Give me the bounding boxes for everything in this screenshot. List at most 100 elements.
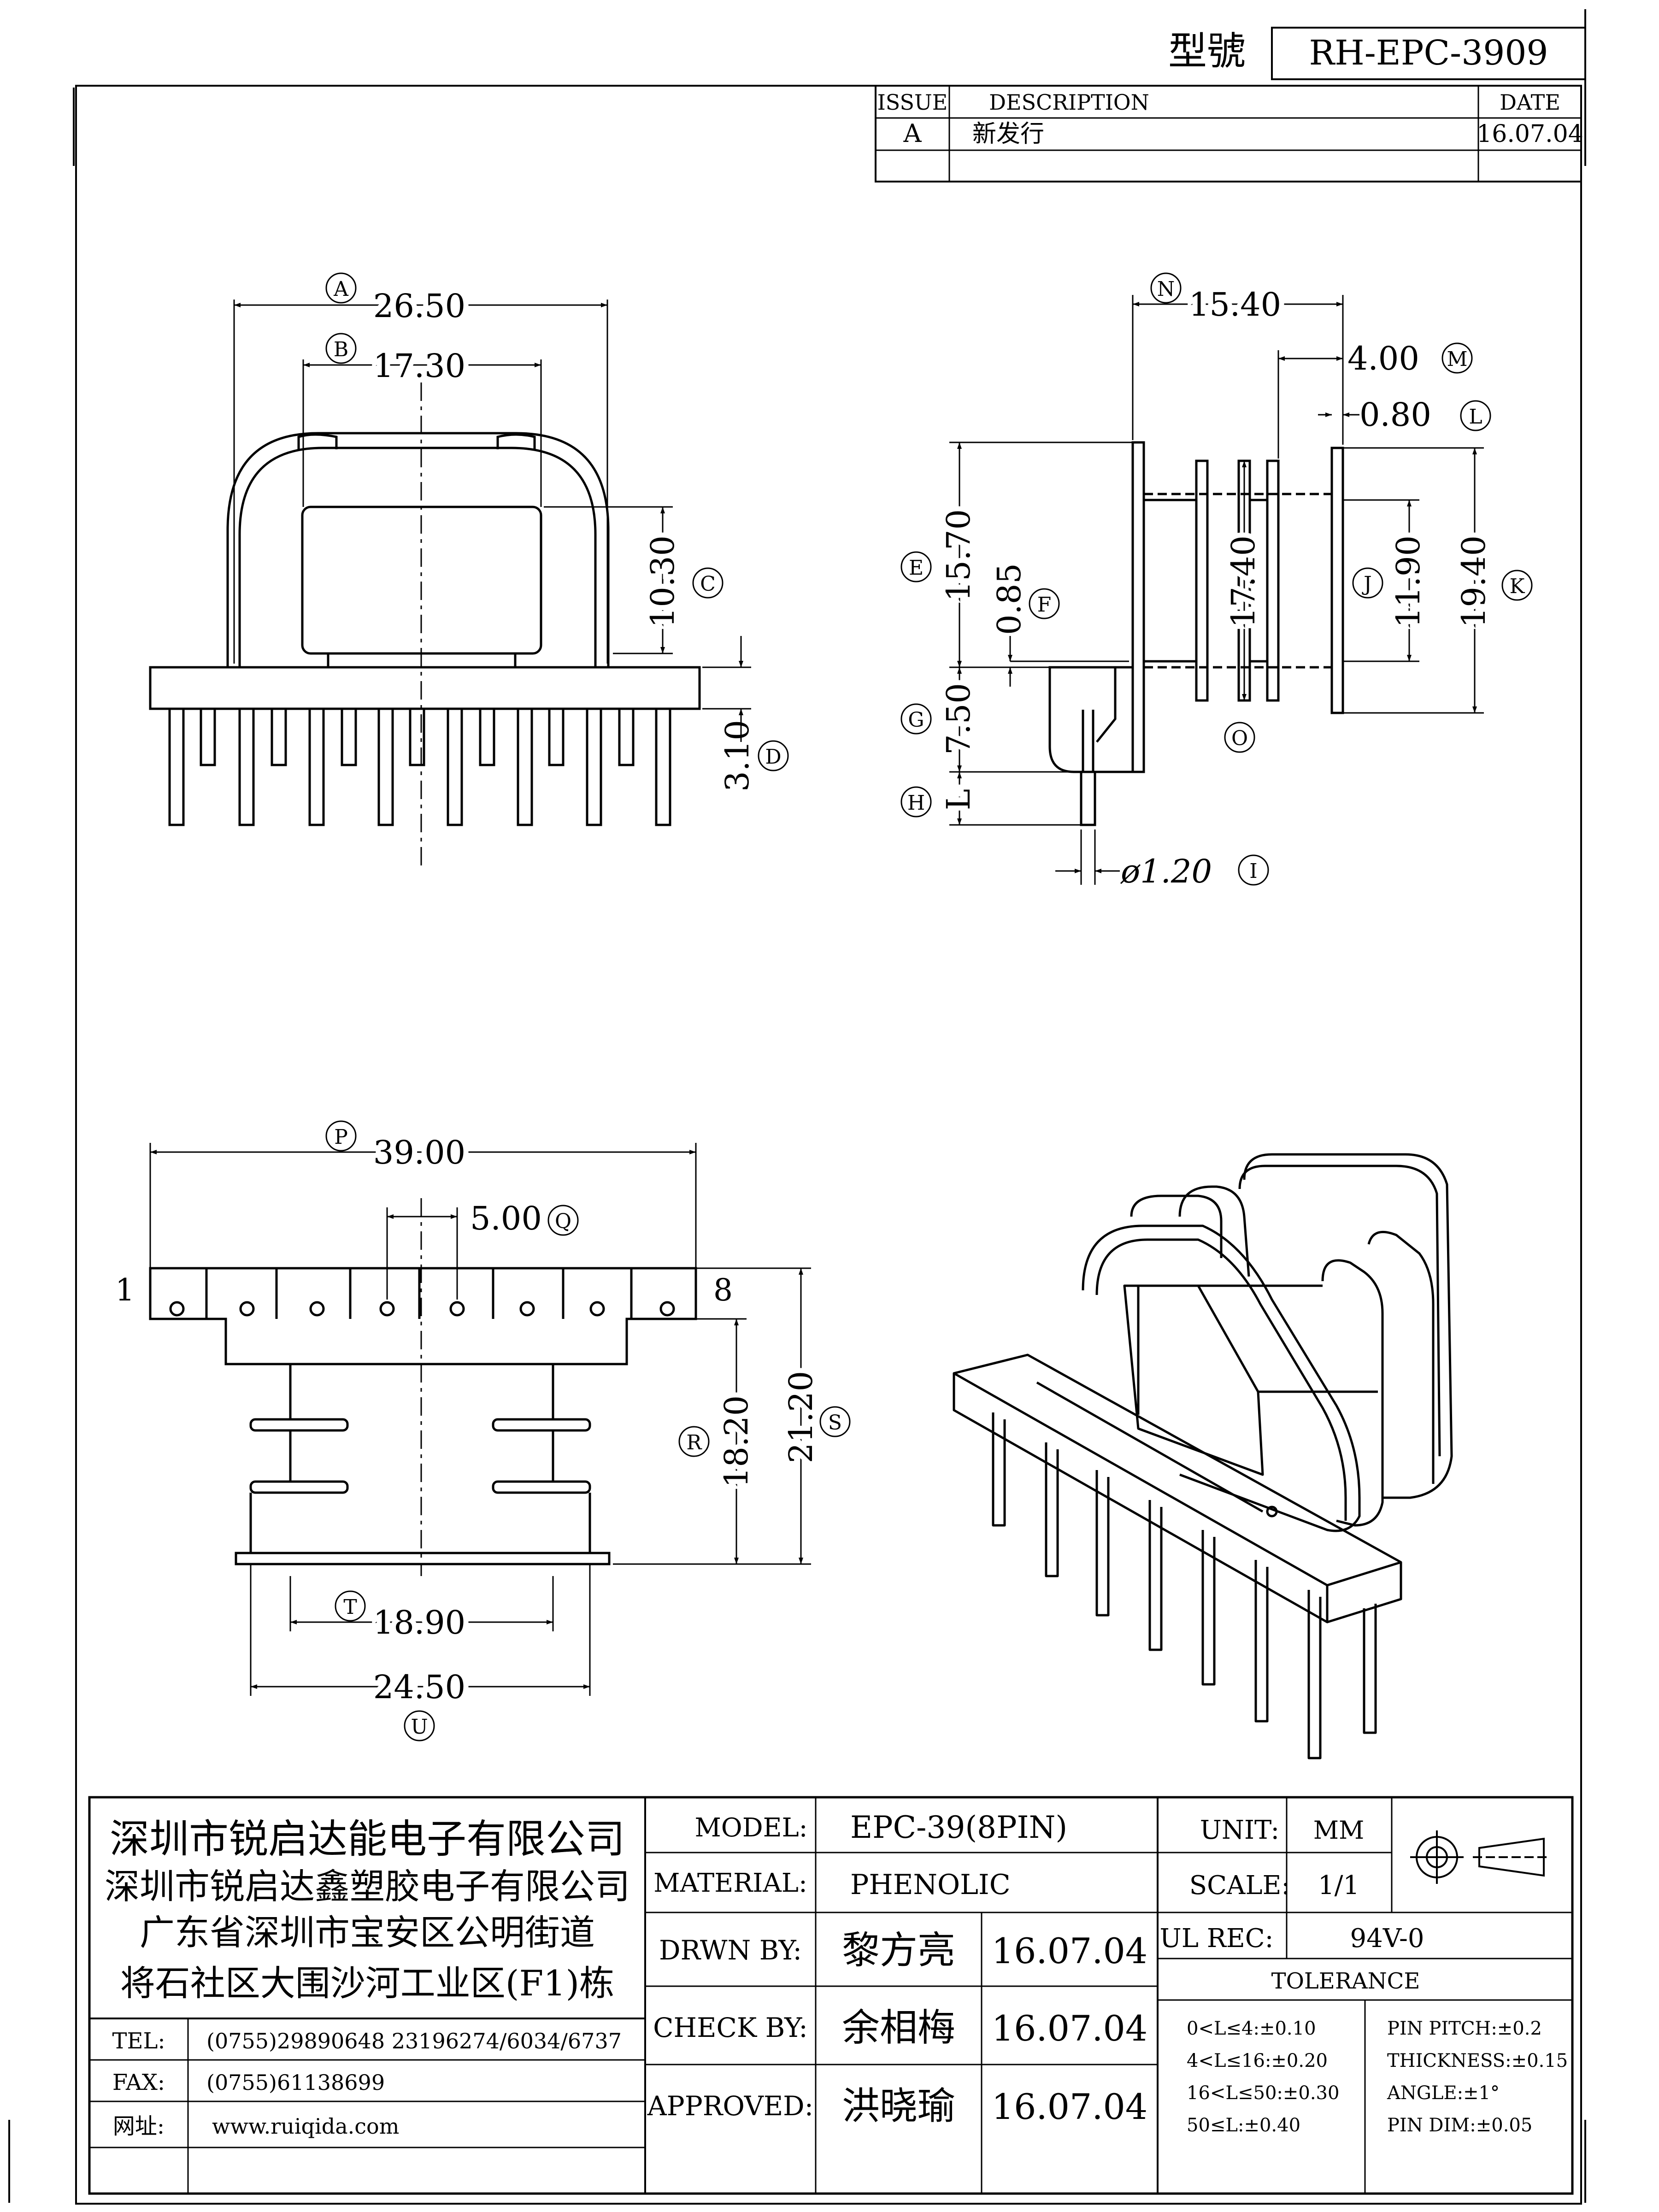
front-view-pins <box>168 707 671 826</box>
check-label: CHECK BY: <box>653 2012 808 2043</box>
dim-s-tag: S <box>828 1411 842 1435</box>
dim-q-tag: Q <box>555 1210 571 1233</box>
tolerance-left-4: 50≤L:±0.40 <box>1187 2115 1300 2136</box>
dim-b-tag: B <box>334 338 348 361</box>
model-header-box <box>1271 27 1586 80</box>
scale-value: 1/1 <box>1318 1871 1359 1900</box>
dim-d-tag: D <box>765 745 781 769</box>
dim-i-tag: I <box>1249 859 1257 883</box>
dim-q-value: 5.00 <box>470 1200 542 1237</box>
fax-label: FAX: <box>112 2070 165 2095</box>
dim-l-tag: L <box>1469 405 1482 429</box>
dim-h-value: L <box>940 789 977 810</box>
dim-t-tag: T <box>343 1595 357 1619</box>
dim-t-bg: 18.90 <box>373 1604 465 1641</box>
unit-label: UNIT: <box>1200 1815 1280 1845</box>
scale-label: SCALE: <box>1189 1871 1290 1900</box>
projection-symbol-icon <box>1410 1830 1549 1884</box>
dim-b-bg: 17.30 <box>373 347 465 385</box>
bottom-view-pin-holes <box>169 1301 675 1317</box>
tel-label: TEL: <box>112 2028 165 2054</box>
material-value: PHENOLIC <box>850 1869 1011 1901</box>
dim-k-tag: K <box>1510 575 1525 598</box>
company-name-2: 深圳市锐启达鑫塑胶电子有限公司 <box>105 1866 630 1907</box>
model-label: MODEL: <box>694 1813 807 1843</box>
web-value: www.ruiqida.com <box>212 2114 399 2139</box>
dim-g-bg: 7.50 <box>940 683 977 755</box>
pin-label-last: 8 <box>713 1272 733 1308</box>
company-address-1: 广东省深圳市宝安区公明街道 <box>140 1912 595 1953</box>
dim-r-bg: 18.20 <box>718 1395 755 1488</box>
dim-i-value: ø1.20 <box>1120 853 1212 890</box>
dim-h-tag: H <box>907 791 925 815</box>
revision-header-description: DESCRIPTION <box>989 90 1149 115</box>
dim-t-value: 18.90 <box>373 1604 465 1641</box>
dim-e-value: 15.70 <box>940 509 977 601</box>
dim-c-bg: 10.30 <box>644 535 682 628</box>
dim-c-tag: C <box>700 572 716 596</box>
model-value: EPC-39(8PIN) <box>850 1810 1067 1845</box>
dim-j-bg: 11.90 <box>1389 535 1427 628</box>
revision-header-issue: ISSUE <box>877 90 948 115</box>
dim-k-bg: 19.40 <box>1455 535 1493 628</box>
dim-s-bg: 21.20 <box>782 1371 820 1463</box>
front-view-dimensions: A 26.50 26.50 B 17.30 17.30 10.30 10.30 … <box>233 272 789 792</box>
approved-name: 洪晓瑜 <box>842 2084 955 2128</box>
tolerance-right-2: THICKNESS:±0.15 <box>1387 2050 1568 2071</box>
dim-a-value: 26.50 <box>373 287 465 325</box>
drawn-date: 16.07.04 <box>992 1930 1147 1971</box>
ul-label: UL REC: <box>1160 1924 1274 1953</box>
title-block: 深圳市锐启达能电子有限公司 深圳市锐启达鑫塑胶电子有限公司 广东省深圳市宝安区公… <box>88 1796 1574 2195</box>
dim-n-bg: 15.40 <box>1189 286 1281 324</box>
tolerance-left-2: 4<L≤16:±0.20 <box>1187 2050 1328 2071</box>
model-header-value: RH-EPC-3909 <box>1309 33 1548 73</box>
fax-value: (0755)61138699 <box>206 2070 385 2095</box>
dim-u-bg: 24.50 <box>373 1668 465 1706</box>
dim-j-tag: J <box>1362 572 1372 596</box>
tolerance-right-4: PIN DIM:±0.05 <box>1387 2115 1532 2136</box>
dim-o-tag: O <box>1231 727 1248 750</box>
dim-l-value: 0.80 <box>1359 396 1431 434</box>
isometric-pins <box>992 1412 1377 1759</box>
dim-u-tag: U <box>411 1715 428 1739</box>
dim-a-bg: 26.50 <box>373 287 465 325</box>
dim-p-bg: 39.00 <box>373 1134 465 1171</box>
approved-date: 16.07.04 <box>992 2086 1147 2127</box>
sheet-frame <box>75 85 1582 2205</box>
revision-table: ISSUE DESCRIPTION DATE A 新发行 16.07.04 <box>875 85 1583 182</box>
ul-value: 94V-0 <box>1350 1924 1424 1953</box>
dim-f-tag: F <box>1037 593 1052 617</box>
revision-row-issue: A <box>903 119 922 148</box>
dim-f-value: 0.85 <box>990 563 1028 635</box>
revision-header-date: DATE <box>1500 90 1560 115</box>
dim-r-value: 18.20 <box>718 1395 755 1488</box>
revision-row-description: 新发行 <box>972 120 1044 148</box>
dim-k-value: 19.40 <box>1455 535 1493 628</box>
web-label: 网址: <box>113 2113 165 2139</box>
bottom-view <box>149 1198 697 1576</box>
dim-p-tag: P <box>334 1125 348 1149</box>
dim-e-tag: E <box>909 556 924 580</box>
dim-o-bg: 17.40 <box>1224 535 1262 628</box>
tolerance-left-3: 16<L≤50:±0.30 <box>1187 2083 1339 2104</box>
model-header-label: 型號 <box>1168 29 1246 74</box>
drawn-label: DRWN BY: <box>659 1935 802 1966</box>
revision-row-date: 16.07.04 <box>1477 120 1583 148</box>
isometric-view <box>953 1153 1453 1759</box>
dim-g-tag: G <box>908 708 924 732</box>
company-name-1: 深圳市锐启达能电子有限公司 <box>110 1816 625 1862</box>
unit-value: MM <box>1313 1816 1365 1845</box>
tel-value: (0755)29890648 23196274/6034/6737 <box>206 2029 622 2053</box>
dim-n-tag: N <box>1157 277 1175 301</box>
dim-b-value: 17.30 <box>373 347 465 385</box>
tolerance-right-3: ANGLE:±1° <box>1387 2083 1500 2104</box>
company-address-2: 将石社区大围沙河工业区(F1)栋 <box>120 1963 614 2004</box>
pin-label-first: 1 <box>115 1272 135 1308</box>
dim-s-value: 21.20 <box>782 1371 820 1463</box>
dim-n-value: 15.40 <box>1189 286 1281 324</box>
tolerance-left-1: 0<L≤4:±0.10 <box>1187 2018 1316 2039</box>
tolerance-title: TOLERANCE <box>1271 1968 1420 1994</box>
dim-h-bg: L <box>940 789 977 810</box>
dim-m-value: 4.00 <box>1347 340 1419 377</box>
